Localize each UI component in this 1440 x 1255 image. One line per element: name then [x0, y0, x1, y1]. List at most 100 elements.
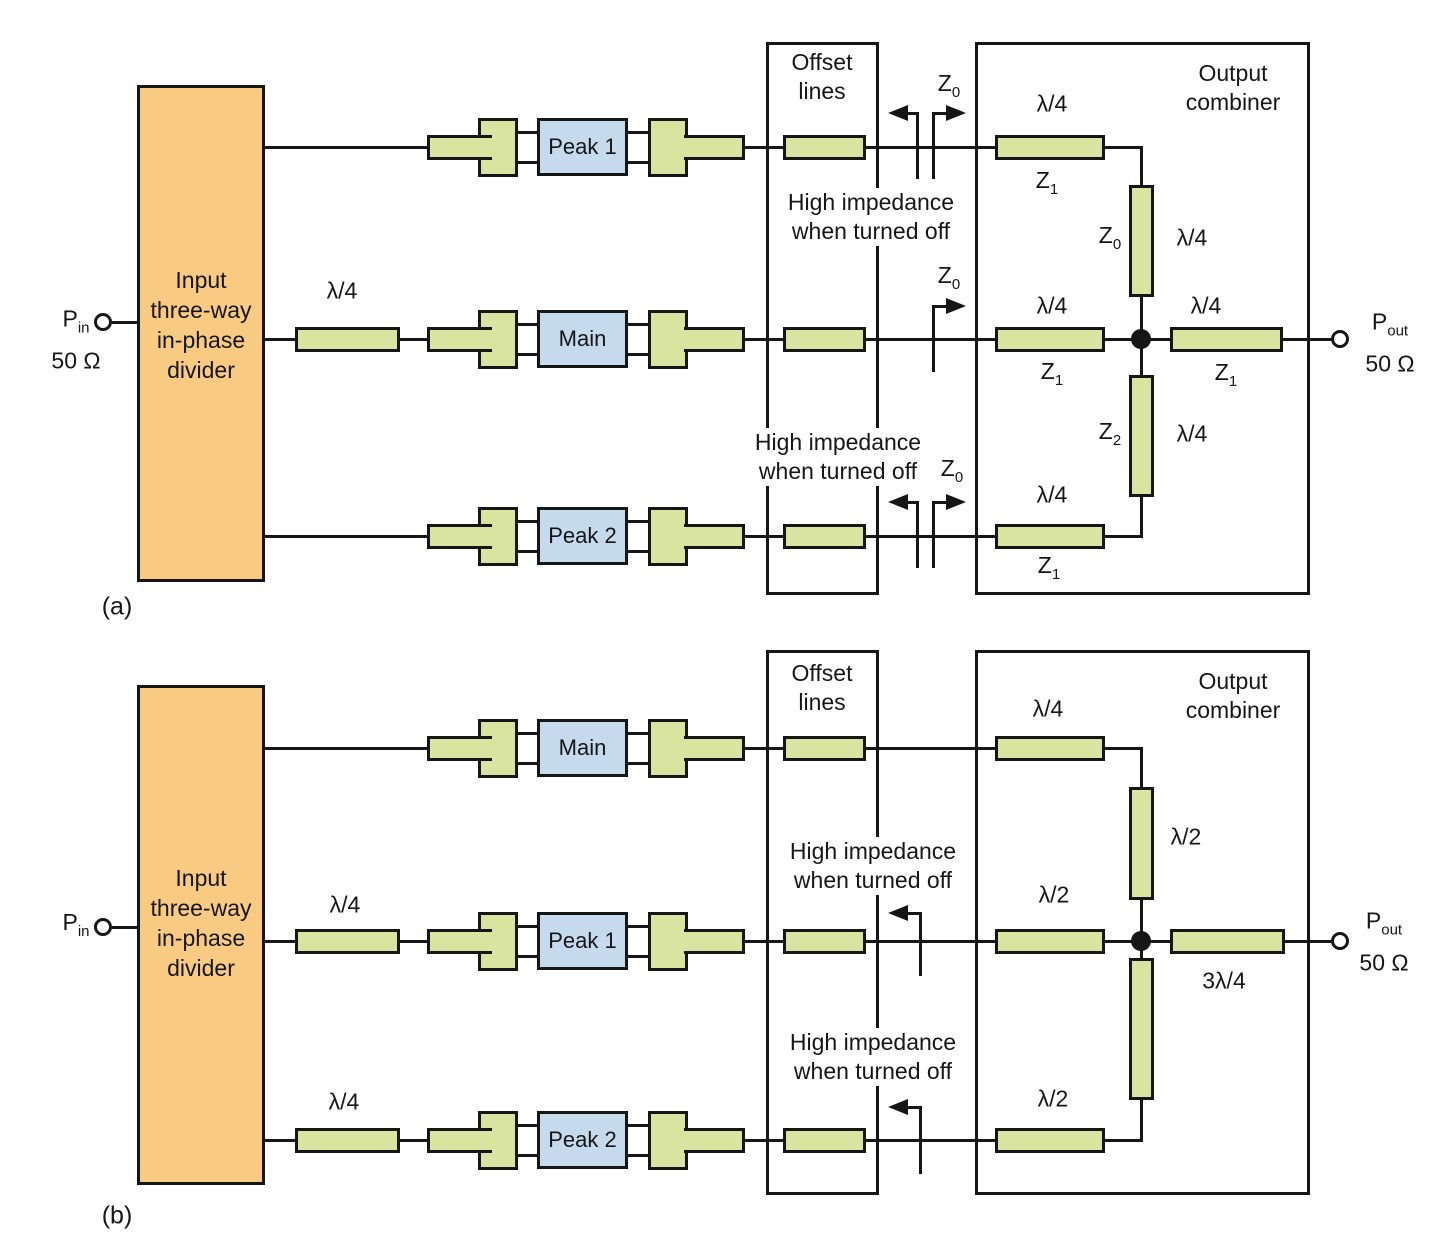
input-match-taper: [427, 928, 492, 954]
divider-label: Input three-way in-phase divider: [151, 265, 252, 385]
note-line: High impedance: [754, 429, 922, 455]
input-match-taper: [427, 735, 492, 761]
input-match-taper: [427, 523, 492, 549]
amp-lead: [518, 1123, 537, 1127]
quarter-wave-line: [995, 134, 1105, 160]
arrow-stem: [933, 111, 947, 115]
arrow-stem: [918, 911, 922, 976]
arrow-stem: [931, 304, 935, 372]
z0-label: Z0: [937, 262, 961, 293]
amp-lead: [628, 352, 648, 356]
high-impedance-note: High impedance when turned off: [785, 837, 961, 895]
input-quarter-wave-line: [295, 928, 400, 954]
arrow-right-icon: [946, 298, 966, 314]
pout-port-label: Pout: [1365, 907, 1403, 939]
offset-line: [783, 1127, 866, 1153]
half-wave-label: λ/2: [1170, 823, 1202, 850]
input-match-taper: [427, 326, 492, 352]
caption-b: (b): [101, 1201, 133, 1230]
arrow-stem: [915, 111, 919, 179]
divider-label: Input three-way in-phase divider: [151, 863, 252, 983]
divider-label-line: three-way: [150, 297, 252, 323]
quarter-wave-label: λ/4: [326, 277, 358, 304]
arrow-left-icon: [888, 494, 908, 510]
amp-lead: [518, 130, 537, 134]
output-match-taper: [684, 326, 745, 352]
pout-label: Pout 50 Ω: [1359, 905, 1408, 980]
output-match-block: [648, 309, 688, 369]
wire: [265, 534, 500, 538]
amp-lead: [518, 924, 537, 928]
amp-box-main: Main: [537, 310, 628, 368]
note-line: High impedance: [789, 1029, 957, 1055]
offset-lines-box: [766, 650, 879, 1195]
input-terminal: [94, 918, 112, 936]
offset-label-line: lines: [798, 689, 846, 715]
vertical-quarter-wave-line: [1128, 185, 1154, 297]
output-match-block: [648, 117, 688, 177]
quarter-wave-line: [995, 326, 1105, 352]
z2-label: Z2: [1098, 418, 1122, 449]
note-line: High impedance: [789, 838, 957, 864]
output-terminal: [1331, 330, 1349, 348]
z1-label: Z1: [1037, 552, 1061, 583]
note-line: when turned off: [793, 867, 953, 893]
arrow-left-icon: [888, 1099, 908, 1115]
wire: [265, 746, 500, 750]
amp-lead: [628, 322, 648, 326]
arrow-stem: [906, 500, 917, 504]
offset-lines-label: Offset lines: [792, 659, 853, 717]
high-impedance-note: High impedance when turned off: [750, 428, 926, 486]
amp-lead: [518, 954, 537, 958]
quarter-wave-label: λ/4: [1176, 224, 1208, 251]
offset-label-line: lines: [798, 78, 846, 104]
divider-label-line: divider: [167, 357, 235, 383]
z0-label: Z0: [1098, 222, 1122, 253]
arrow-stem: [918, 1105, 922, 1174]
divider-label-line: three-way: [150, 895, 252, 921]
arrow-stem: [931, 111, 935, 179]
input-divider-box: [137, 685, 265, 1185]
junction-dot: [1131, 329, 1151, 349]
amp-box-peak2: Peak 2: [537, 1111, 628, 1169]
high-impedance-note: High impedance when turned off: [785, 1028, 961, 1086]
half-wave-line: [995, 928, 1105, 954]
quarter-wave-line: [995, 735, 1105, 761]
offset-label-line: Offset: [791, 49, 853, 75]
wire: [700, 145, 1143, 149]
high-impedance-note: High impedance when turned off: [783, 188, 959, 246]
pin-label: Pin 50 Ω: [51, 303, 100, 378]
amp-lead: [518, 1153, 537, 1157]
offset-line: [783, 134, 866, 160]
amp-lead: [518, 549, 537, 553]
quarter-wave-line: [995, 523, 1105, 549]
input-wire: [112, 925, 137, 929]
output-match-taper: [684, 523, 745, 549]
amp-box-peak2: Peak 2: [537, 507, 628, 565]
z0-label: Z0: [940, 455, 964, 486]
amp-lead: [628, 1123, 648, 1127]
amp-lead: [518, 519, 537, 523]
divider-label-line: in-phase: [156, 327, 246, 353]
offset-line: [783, 523, 866, 549]
amp-lead: [518, 352, 537, 356]
amp-lead: [518, 731, 537, 735]
note-line: when turned off: [758, 458, 918, 484]
arrow-stem: [931, 500, 935, 568]
z0-label: Z0: [937, 70, 961, 101]
arrow-right-icon: [946, 105, 966, 121]
quarter-wave-label: λ/4: [1036, 90, 1068, 117]
arrow-stem: [915, 500, 919, 568]
input-quarter-wave-line: [295, 326, 400, 352]
half-wave-label: λ/2: [1037, 1085, 1069, 1112]
amp-lead: [628, 731, 648, 735]
half-wave-label: λ/2: [1038, 881, 1070, 908]
amp-lead: [628, 924, 648, 928]
z1-label: Z1: [1214, 359, 1238, 390]
wire: [700, 1138, 1143, 1142]
arrow-stem: [933, 500, 947, 504]
arrow-left-icon: [888, 105, 908, 121]
offset-line: [783, 928, 866, 954]
output-match-block: [648, 718, 688, 778]
